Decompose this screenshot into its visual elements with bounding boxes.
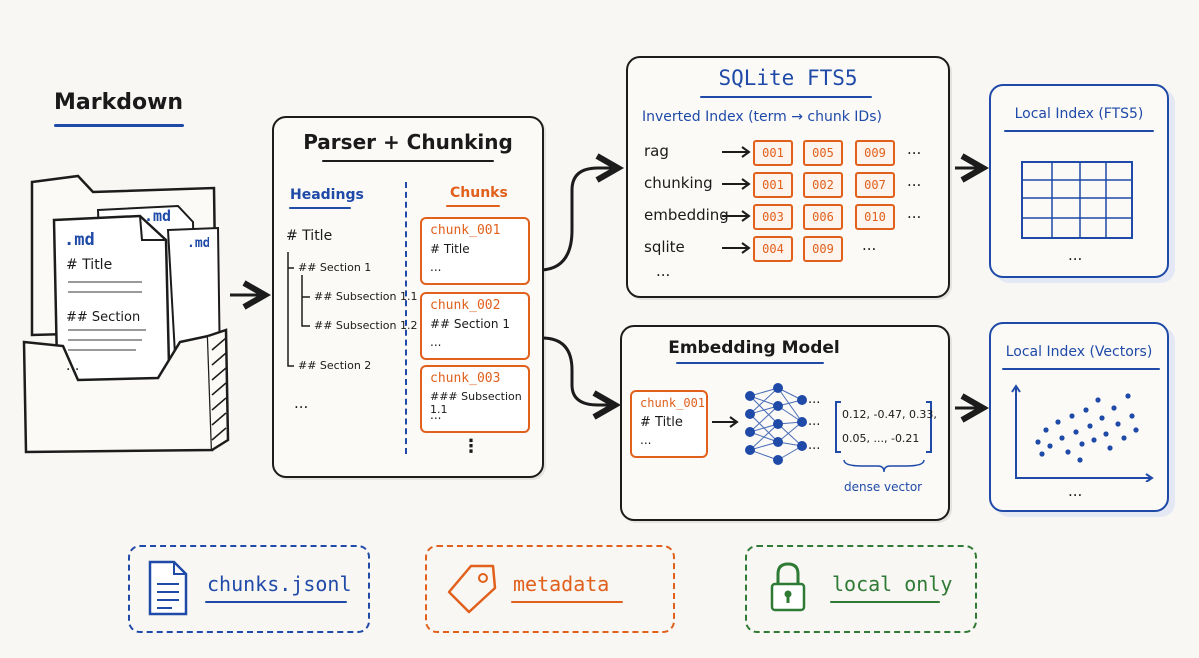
index-fts-box <box>989 84 1169 278</box>
fts-row-more: ... <box>907 140 922 158</box>
chunk-id-cell: 004 <box>753 236 793 262</box>
fts-term-chunking: chunking <box>644 174 713 192</box>
fts-terms-more: ... <box>656 262 671 280</box>
chunk-line: # Title <box>430 242 470 256</box>
index-vec-title-underline <box>1002 368 1160 370</box>
embedding-title: Embedding Model <box>668 338 840 358</box>
chunk-line-more: ... <box>430 335 442 349</box>
chunk-name: chunk_002 <box>430 298 501 313</box>
parser-column-divider <box>405 182 407 454</box>
chunk-line-more: ... <box>430 408 442 422</box>
chunk-name: chunk_003 <box>430 371 501 386</box>
chunk-line: # Title <box>640 415 683 430</box>
chunk-id-cell: 007 <box>855 172 895 198</box>
markdown-folder <box>22 174 230 454</box>
chunk-id-cell: 003 <box>753 204 793 230</box>
fts-title: SQLite FTS5 <box>718 66 858 90</box>
md-file-back2-label: .md <box>187 236 209 251</box>
arrow-parser-to-fts <box>541 168 615 272</box>
neural-network-icon <box>712 383 807 465</box>
vector-brackets <box>835 401 932 473</box>
heading-tree-lines <box>287 252 310 367</box>
index-fts-title: Local Index (FTS5) <box>1014 106 1144 122</box>
chunk-line: ### Subsection 1.1 <box>430 390 522 416</box>
legend-chunks-file-label: chunks.jsonl <box>207 572 352 596</box>
nn-output-more: ... <box>808 392 821 407</box>
lock-icon <box>770 562 806 612</box>
headings-label-underline <box>289 207 351 209</box>
legend-local-only-underline <box>830 601 940 603</box>
tree-subsection-1-1: ## Subsection 1.1 <box>314 290 418 303</box>
tree-section-2: ## Section 2 <box>298 359 372 372</box>
fts-term-arrows <box>722 146 751 254</box>
index-vec-title: Local Index (Vectors) <box>1005 344 1153 360</box>
fts-title-underline <box>700 96 872 98</box>
tag-icon <box>447 564 497 614</box>
legend-metadata <box>425 545 675 633</box>
nn-output-more: ... <box>808 438 821 453</box>
chunk-id-cell: 009 <box>803 236 843 262</box>
index-fts-title-underline <box>1004 130 1154 132</box>
fts-term-rag: rag <box>644 142 669 160</box>
md-file-line-section: ## Section <box>66 310 141 325</box>
md-file-back-label: .md <box>144 207 172 225</box>
index-fts-more: ... <box>1068 246 1083 264</box>
arrow-parser-to-embedding <box>541 336 612 405</box>
embedding-title-underline <box>676 362 824 364</box>
nn-output-more: ... <box>808 414 821 429</box>
scatter-plot-icon <box>1011 384 1154 482</box>
headings-label: Headings <box>290 187 364 203</box>
chunk-id-cell: 005 <box>803 140 843 166</box>
tree-section-1: ## Section 1 <box>298 261 372 274</box>
chunk-id-cell: 006 <box>803 204 843 230</box>
chunk-card-003: chunk_003 ### Subsection 1.1 ... <box>420 365 530 433</box>
md-file-front-label: .md <box>64 230 95 250</box>
legend-metadata-underline <box>511 601 623 603</box>
chunk-id-cell: 010 <box>855 204 895 230</box>
legend-chunks-file <box>128 545 370 633</box>
index-vec-more: ... <box>1068 482 1083 500</box>
markdown-title: Markdown <box>54 90 184 115</box>
legend-chunks-file-underline <box>205 601 347 603</box>
table-grid-icon <box>1021 161 1133 239</box>
dense-vector-label: dense vector <box>844 480 923 494</box>
legend-local-only-label: local only <box>832 572 953 596</box>
chunk-line-more: ... <box>640 433 652 447</box>
vector-values-line1: 0.12, -0.47, 0.33, <box>842 408 937 421</box>
chunk-card-002: chunk_002 ## Section 1 ... <box>420 292 530 360</box>
fts-subtitle: Inverted Index (term → chunk IDs) <box>642 109 882 125</box>
tree-subsection-1-2: ## Subsection 1.2 <box>314 319 418 332</box>
legend-local-only <box>745 545 977 633</box>
chunk-id-cell: 002 <box>803 172 843 198</box>
tree-more: ... <box>294 394 309 412</box>
chunk-name: chunk_001 <box>640 396 706 410</box>
index-vec-box <box>989 322 1169 512</box>
chunk-id-cell: 001 <box>753 172 793 198</box>
tree-title: # Title <box>286 228 333 244</box>
fts-term-embedding: embedding <box>644 206 729 224</box>
markdown-title-underline <box>54 124 184 127</box>
fts-row-more: ... <box>907 204 922 222</box>
chunk-id-cell: 001 <box>753 140 793 166</box>
chunks-more: ⋮ <box>462 436 480 457</box>
document-icon <box>148 560 188 616</box>
chunk-line-more: ... <box>430 260 442 274</box>
fts-row-more: ... <box>907 172 922 190</box>
fts-term-sqlite: sqlite <box>644 238 685 256</box>
md-file-line-title: # Title <box>66 257 113 273</box>
fts-row-more: ... <box>862 236 877 254</box>
chunk-line: ## Section 1 <box>430 317 510 331</box>
chunk-id-cell: 009 <box>855 140 895 166</box>
parser-title: Parser + Chunking <box>303 130 513 154</box>
chunk-card-001: chunk_001 # Title ... <box>420 217 530 285</box>
legend-metadata-label: metadata <box>513 572 610 596</box>
parser-title-underline <box>322 160 494 162</box>
chunks-label-underline <box>446 205 500 207</box>
vector-values-line2: 0.05, ..., -0.21 <box>842 432 920 445</box>
chunks-label: Chunks <box>450 185 508 201</box>
md-file-line-more: ... <box>66 358 80 374</box>
embedding-input-chunk: chunk_001 # Title ... <box>630 390 708 458</box>
chunk-name: chunk_001 <box>430 223 501 238</box>
